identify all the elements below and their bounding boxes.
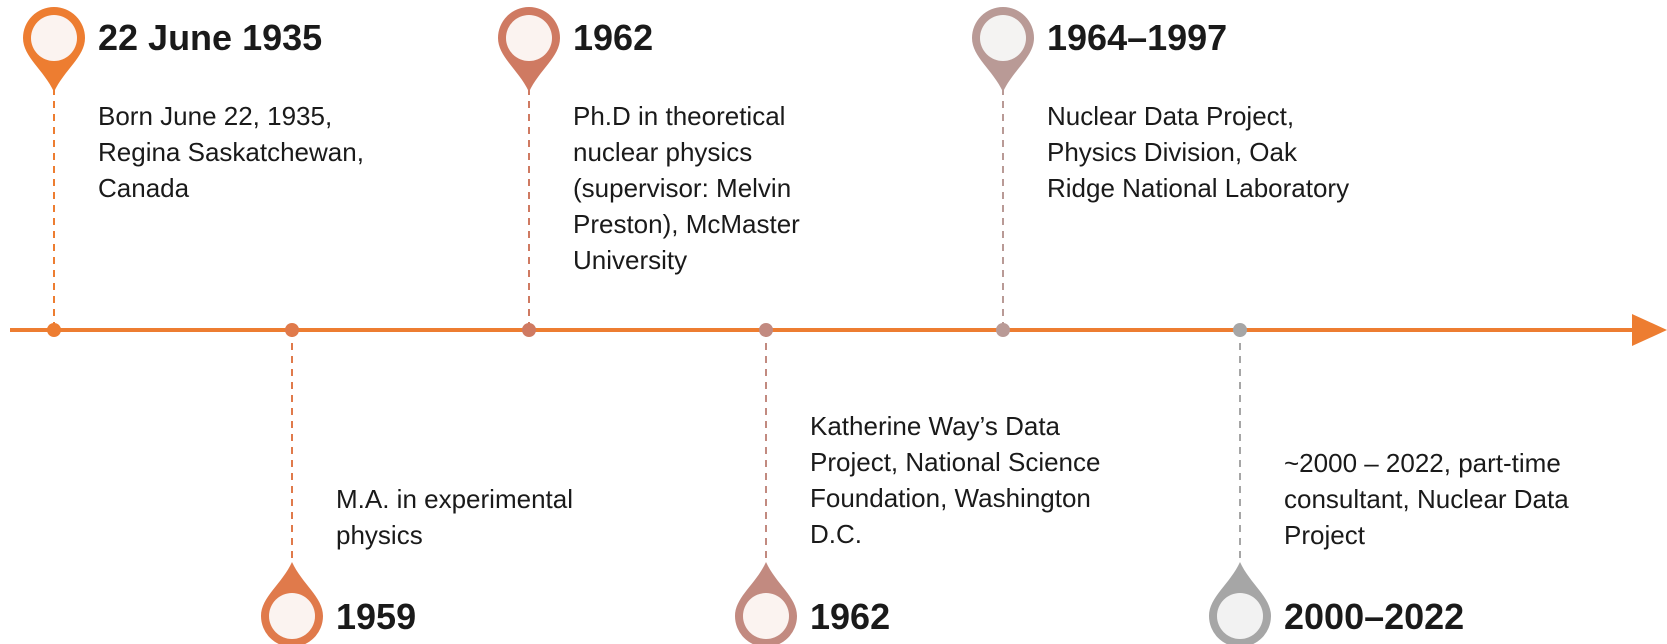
event-1-description-line: Regina Saskatchewan, [98, 137, 364, 167]
event-5-description-line: Ridge National Laboratory [1047, 173, 1350, 203]
event-6-description-line: consultant, Nuclear Data [1284, 484, 1569, 514]
event-5-year: 1964–1997 [1047, 17, 1228, 58]
event-4-description-line: Project, National Science [810, 447, 1101, 477]
event-2-description-line: M.A. in experimental [336, 484, 573, 514]
event-4-description: Katherine Way’s Data Project, National S… [810, 408, 1100, 552]
event-3-year: 1962 [573, 17, 654, 58]
event-6-description: ~2000 – 2022, part-time consultant, Nucl… [1284, 445, 1569, 553]
event-3-description-line: nuclear physics [573, 137, 753, 167]
event-5-description: Nuclear Data Project, Physics Division, … [1047, 98, 1349, 206]
event-1-year: 22 June 1935 [98, 17, 323, 58]
event-3-marker [498, 7, 560, 337]
event-3-description-line: (supervisor: Melvin [573, 173, 792, 203]
event-6-year: 2000–2022 [1284, 596, 1465, 637]
event-3-description: Ph.D in theoretical nuclear physics (sup… [573, 98, 800, 278]
event-6-axis-dot [1233, 323, 1247, 337]
event-2-marker [261, 323, 323, 644]
event-1-axis-dot [47, 323, 61, 337]
event-2-description: M.A. in experimental physics [336, 481, 573, 553]
event-2-description-line: physics [336, 520, 423, 550]
event-5-description-line: Nuclear Data Project, [1047, 101, 1295, 131]
event-4-description-line: Foundation, Washington [810, 483, 1091, 513]
timeline-arrow-head [1632, 314, 1667, 346]
event-6-marker [1209, 323, 1271, 644]
event-4-year: 1962 [810, 596, 891, 637]
event-5-axis-dot [996, 323, 1010, 337]
event-2-pin-icon [261, 562, 323, 644]
event-3-description-line: Ph.D in theoretical [573, 101, 786, 131]
event-3-axis-dot [522, 323, 536, 337]
event-2-year: 1959 [336, 596, 417, 637]
event-4-pin-icon [735, 562, 797, 644]
event-1-pin-icon [23, 7, 85, 92]
event-3-pin-icon [498, 7, 560, 92]
event-4-description-line: D.C. [810, 519, 862, 549]
event-4-axis-dot [759, 323, 773, 337]
event-6-description-line: ~2000 – 2022, part-time [1284, 448, 1561, 478]
event-2-axis-dot [285, 323, 299, 337]
event-4-description-line: Katherine Way’s Data [810, 411, 1061, 441]
event-3-description-line: University [573, 245, 688, 275]
event-1-description-line: Canada [98, 173, 190, 203]
event-5-description-line: Physics Division, Oak [1047, 137, 1297, 167]
event-5-marker [972, 7, 1034, 337]
event-6-pin-icon [1209, 562, 1271, 644]
event-4-marker [735, 323, 797, 644]
event-1-marker [23, 7, 85, 337]
event-5-pin-icon [972, 7, 1034, 92]
event-1-description-line: Born June 22, 1935, [98, 101, 333, 131]
event-1-description: Born June 22, 1935, Regina Saskatchewan,… [98, 98, 364, 206]
event-6-description-line: Project [1284, 520, 1365, 550]
event-3-description-line: Preston), McMaster [573, 209, 800, 239]
